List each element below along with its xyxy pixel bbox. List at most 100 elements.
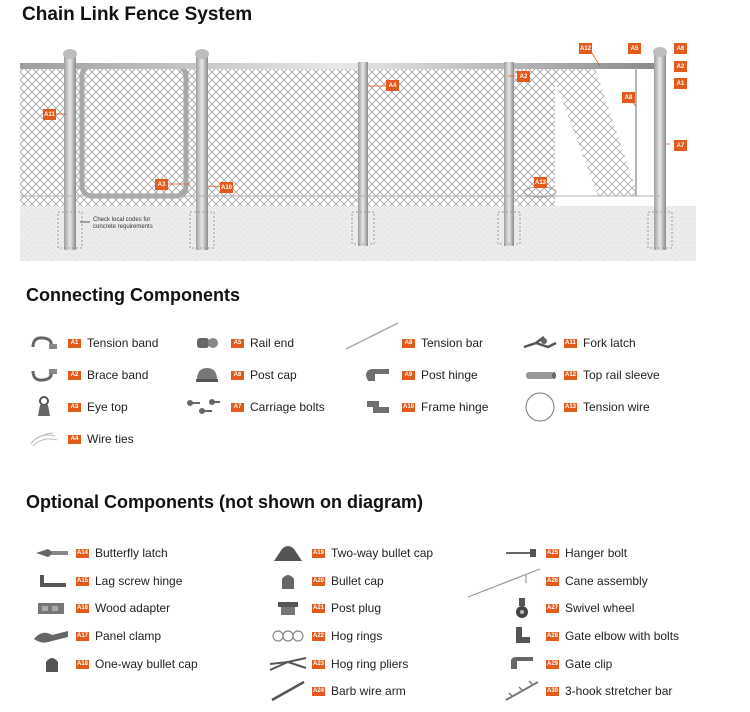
component-a23: A23 Hog ring pliers [266,654,408,674]
post-cap-icon [185,364,229,386]
component-a17: A17 Panel clamp [30,626,161,646]
component-label: Carriage bolts [250,400,325,414]
tag-a10: A10 [220,182,233,193]
tag-a5: A5 [628,43,641,54]
code-badge: A20 [312,576,325,586]
swivel-wheel-icon [500,597,544,619]
tension-wire-icon [518,392,562,422]
code-badge: A21 [312,603,325,613]
component-label: Rail end [250,336,295,350]
component-a30: A30 3-hook stretcher bar [500,680,673,702]
hanger-bolt-icon [500,542,544,564]
component-a4: A4 Wire ties [22,429,134,449]
note-line-2: concrete requirements [93,224,153,230]
component-label: Barb wire arm [331,684,406,698]
component-label: Tension bar [421,336,484,350]
code-badge: A24 [312,686,325,696]
component-a1: A1 Tension band [22,333,158,353]
component-label: Hog rings [331,629,383,643]
code-badge: A18 [76,659,89,669]
code-badge: A10 [402,402,415,412]
component-a14: A14 Butterfly latch [30,543,168,563]
tag-a4: A4 [386,80,399,91]
code-badge: A4 [68,434,81,444]
component-a10: A10 Frame hinge [356,397,488,417]
component-label: Post hinge [421,368,478,382]
hog-rings-icon [266,625,310,647]
code-badge: A26 [546,576,559,586]
component-label: Swivel wheel [565,601,635,615]
component-label: Top rail sleeve [583,368,660,382]
tag-a7: A7 [674,140,687,151]
component-a27: A27 Swivel wheel [500,598,634,618]
component-a12: A12 Top rail sleeve [518,365,660,385]
code-badge: A28 [546,631,559,641]
code-badge: A12 [564,370,577,380]
component-label: Hanger bolt [565,546,628,560]
connecting-heading: Connecting Components [26,285,240,305]
tag-a2-mid: A2 [517,71,530,82]
two-way-bullet-cap-icon [266,542,310,564]
component-label: Post plug [331,601,382,615]
tension-bar-icon [344,322,400,354]
component-a13: A13 Tension wire [518,392,650,422]
eye-top-icon [22,396,66,418]
component-label: Wire ties [87,432,134,446]
code-badge: A22 [312,631,325,641]
code-badge: A9 [402,370,415,380]
component-a21: A21 Post plug [266,598,381,618]
hog-ring-pliers-icon [266,653,310,675]
component-label: Two-way bullet cap [331,546,434,560]
code-badge: A23 [312,659,325,669]
component-a7: A7 Carriage bolts [175,397,325,417]
tag-a8: A8 [622,92,635,103]
component-a29: A29 Gate clip [500,654,612,674]
fence-diagram [20,47,696,261]
code-badge: A8 [402,338,415,348]
component-label: 3-hook stretcher bar [565,684,673,698]
barb-wire-arm-icon [266,680,310,702]
rail-end-icon [185,332,229,354]
code-badge: A7 [231,402,244,412]
component-a26: A26 Cane assembly [466,568,648,598]
component-label: Butterfly latch [95,546,168,560]
component-a9: A9 Post hinge [356,365,478,385]
component-label: Frame hinge [421,400,489,414]
code-badge: A6 [231,370,244,380]
tag-a13: A13 [534,177,547,188]
gate-clip-icon [500,653,544,675]
component-a11: A11 Fork latch [518,333,636,353]
stretcher-bar-icon [500,680,544,702]
component-label: Cane assembly [565,574,648,588]
component-label: One-way bullet cap [95,657,198,671]
component-label: Gate elbow with bolts [565,629,680,643]
carriage-bolts-icon [175,396,229,418]
code-badge: A17 [76,631,89,641]
top-rail-sleeve-icon [518,364,562,386]
code-badge: A11 [564,338,577,348]
fork-latch-icon [518,332,562,354]
component-a6: A6 Post cap [185,365,297,385]
component-label: Wood adapter [95,601,171,615]
component-label: Bullet cap [331,574,384,588]
code-badge: A15 [76,576,89,586]
component-a19: A19 Two-way bullet cap [266,543,433,563]
post-plug-icon [266,597,310,619]
component-label: Gate clip [565,657,613,671]
butterfly-latch-icon [30,542,74,564]
tag-a3: A3 [155,179,168,190]
gate-elbow-icon [500,625,544,647]
component-label: Tension band [87,336,159,350]
component-label: Hog ring pliers [331,657,409,671]
tag-a1: A1 [674,78,687,89]
code-badge: A19 [312,548,325,558]
lag-screw-hinge-icon [30,570,74,592]
bullet-cap-icon [266,570,310,592]
post-hinge-icon [356,364,400,386]
tag-a12: A12 [579,43,592,54]
optional-heading: Optional Components (not shown on diagra… [26,492,423,512]
component-label: Tension wire [583,400,650,414]
code-badge: A1 [68,338,81,348]
component-a3: A3 Eye top [22,396,128,418]
code-badge: A13 [564,402,577,412]
